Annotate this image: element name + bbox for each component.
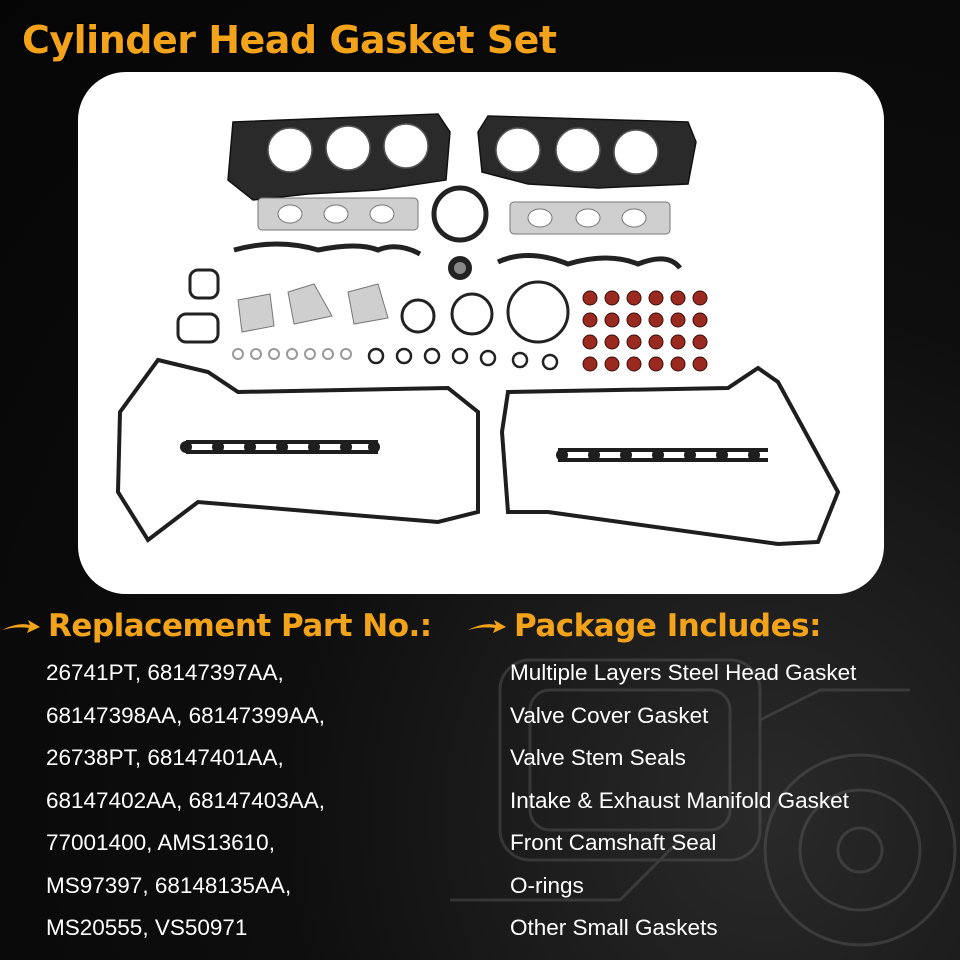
package-item: O-rings [510, 872, 584, 898]
part-number-line: 68147398AA, 68147399AA, [46, 702, 325, 728]
package-item: Valve Stem Seals [510, 745, 686, 770]
head-gasket-right [477, 115, 697, 189]
package-item-list: Multiple Layers Steel Head Gasket Valve … [466, 652, 960, 950]
product-photo [78, 72, 884, 594]
package-includes-section: Package Includes: Multiple Layers Steel … [466, 606, 960, 950]
package-item: Other Small Gaskets [510, 915, 718, 940]
flange-gaskets [237, 283, 389, 333]
intake-gasket-left [233, 241, 422, 257]
package-heading-label: Package Includes: [514, 608, 821, 644]
head-gasket-left [227, 113, 451, 201]
o-rings [232, 280, 570, 371]
replacement-part-list: 26741PT, 68147397AA, 68147398AA, 6814739… [0, 652, 460, 950]
orange-swoosh-arrow-icon [2, 620, 40, 633]
gasket-set-illustration [115, 113, 841, 547]
part-number-line: MS20555, VS50971 [46, 915, 248, 940]
exhaust-gasket-left [257, 197, 419, 231]
package-item: Intake & Exhaust Manifold Gasket [510, 787, 849, 813]
replacement-heading-label: Replacement Part No.: [48, 608, 432, 644]
oil-passage-gaskets [176, 268, 220, 344]
replacement-part-section: Replacement Part No.: 26741PT, 68147397A… [0, 606, 460, 950]
valve-cover-gasket-right [499, 365, 841, 547]
intake-gasket-right [496, 252, 682, 270]
exhaust-gasket-right [509, 201, 671, 235]
valve-cover-grommets-right [556, 449, 760, 461]
valve-stem-seals [582, 290, 708, 372]
part-number-line: 26741PT, 68147397AA, [46, 660, 284, 685]
package-heading: Package Includes: [466, 606, 960, 646]
package-item: Valve Cover Gasket [510, 702, 709, 728]
part-number-line: MS97397, 68148135AA, [46, 872, 292, 898]
valve-cover-grommets-left [180, 441, 380, 453]
part-number-line: 68147402AA, 68147403AA, [46, 787, 325, 813]
part-number-line: 26738PT, 68147401AA, [46, 745, 284, 770]
package-item: Front Camshaft Seal [510, 830, 717, 855]
valve-cover-gasket-left [115, 357, 480, 543]
front-cover-gasket [431, 185, 489, 243]
package-item: Multiple Layers Steel Head Gasket [510, 660, 857, 685]
page-title: Cylinder Head Gasket Set [22, 18, 557, 62]
part-number-line: 77001400, AMS13610, [46, 830, 275, 855]
engine-background-image [450, 658, 957, 947]
orange-swoosh-arrow-icon [468, 620, 506, 633]
replacement-heading: Replacement Part No.: [0, 606, 460, 646]
